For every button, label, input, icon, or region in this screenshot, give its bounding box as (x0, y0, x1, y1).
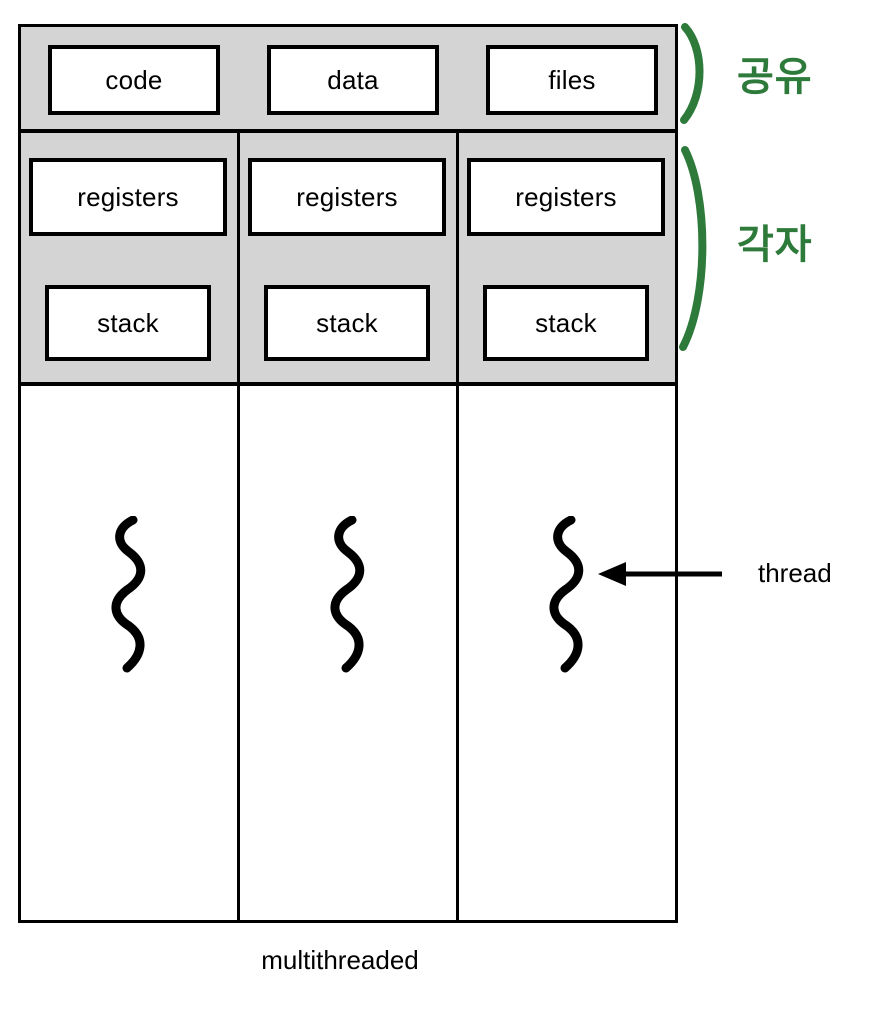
shared-brace-icon (678, 22, 714, 126)
per-thread-resources-band: registers stack registers stack register… (21, 133, 675, 386)
thread-squiggle-icon-1 (99, 516, 159, 676)
thread-column-3 (459, 386, 675, 920)
thread-callout-label: thread (758, 558, 832, 588)
thread-column-2 (240, 386, 459, 920)
per-thread-column-1: registers stack (21, 133, 240, 382)
per-thread-korean-annotation: 각자 (737, 223, 813, 267)
per-thread-brace-icon (676, 144, 716, 354)
shared-cell-data: data (267, 45, 439, 115)
registers-label-2: registers (296, 181, 398, 212)
per-thread-column-3: registers stack (459, 133, 675, 382)
per-thread-column-2: registers stack (240, 133, 459, 382)
registers-cell-2: registers (248, 158, 446, 236)
diagram-caption: multithreaded (261, 945, 419, 975)
shared-cell-code-label: code (105, 64, 163, 95)
thread-squiggle-icon-3 (537, 516, 597, 676)
stack-label-2: stack (316, 307, 378, 338)
stack-label-3: stack (535, 307, 597, 338)
shared-cell-code: code (48, 45, 220, 115)
shared-cell-files: files (486, 45, 658, 115)
stack-cell-2: stack (264, 285, 430, 361)
shared-resources-band: code data files (21, 27, 675, 133)
process-box: code data files registers stack reg (18, 24, 678, 923)
stack-label-1: stack (97, 307, 159, 338)
shared-korean-annotation: 공유 (737, 55, 813, 99)
thread-column-1 (21, 386, 240, 920)
shared-cell-files-label: files (548, 64, 596, 95)
shared-cell-data-label: data (327, 64, 379, 95)
thread-squiggle-icon-2 (318, 516, 378, 676)
thread-columns-band (21, 386, 675, 920)
registers-label-3: registers (515, 181, 617, 212)
thread-callout-arrow-icon (596, 558, 726, 590)
registers-label-1: registers (77, 181, 179, 212)
stack-cell-1: stack (45, 285, 211, 361)
registers-cell-3: registers (467, 158, 665, 236)
registers-cell-1: registers (29, 158, 227, 236)
stack-cell-3: stack (483, 285, 649, 361)
